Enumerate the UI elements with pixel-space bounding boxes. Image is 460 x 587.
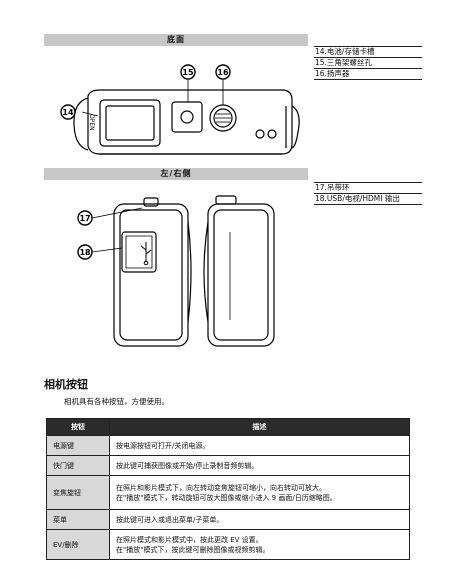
label-battery-slot: 14.电池/存储卡槽 xyxy=(314,46,422,58)
table-row: 快门键 按此键可捕获图像或开始/停止录制音频剪辑。 xyxy=(46,455,410,476)
callout-17-text: 17 xyxy=(79,214,90,223)
section-title-bottom: 底面 xyxy=(167,35,185,44)
callout-15 xyxy=(180,64,196,80)
button-name-zoom: 变焦旋钮 xyxy=(46,475,110,510)
bottom-labels: 14.电池/存储卡槽 15.三角架螺丝孔 16.扬声器 xyxy=(314,46,422,80)
table-row: 菜单 按此键可进入或退出菜单/子菜单。 xyxy=(46,509,410,530)
button-desc-zoom-line1: 在照片和影片模式下，向左转动变焦旋钮可缩小，向右转动可放大。 xyxy=(116,483,326,492)
callout-18-text: 18 xyxy=(79,248,91,257)
button-desc-menu: 按此键可进入或退出菜单/子菜单。 xyxy=(109,509,410,530)
camera-sides-illustration: 17 18 xyxy=(77,195,275,347)
label-tripod-socket: 15.三角架螺丝孔 xyxy=(314,58,422,69)
button-desc-ev-line2: 在"播放"模式下，按此键可删除图像或视频剪辑。 xyxy=(116,545,270,554)
callout-14 xyxy=(60,104,76,120)
table-row: 变焦旋钮 在照片和影片模式下，向左转动变焦旋钮可缩小，向右转动可放大。 在"播放… xyxy=(46,475,410,510)
table-row: 电源键 按电源按钮可打开/关闭电源。 xyxy=(46,435,410,456)
column-header-button: 按钮 xyxy=(46,418,110,436)
section-bar-side: 左/右侧 xyxy=(44,168,308,180)
camera-bottom-illustration: OPEN 14 15 16 xyxy=(60,64,300,155)
button-name-menu: 菜单 xyxy=(46,509,110,530)
column-header-description: 描述 xyxy=(109,418,410,436)
button-name-ev-delete: EV/删除 xyxy=(46,529,110,560)
table-header-row: 按钮 描述 xyxy=(46,418,410,436)
camera-buttons-intro: 相机具有各种按钮，方便使用。 xyxy=(64,397,169,406)
button-desc-zoom: 在照片和影片模式下，向左转动变焦旋钮可缩小，向右转动可放大。 在"播放"模式下，… xyxy=(109,475,410,510)
button-name-shutter: 快门键 xyxy=(46,455,110,476)
callout-15-text: 15 xyxy=(182,68,194,77)
callout-16-text: 16 xyxy=(217,68,229,77)
button-desc-ev-line1: 在照片模式和影片模式中，按此更改 EV 设置。 xyxy=(116,535,263,544)
callout-14-text: 14 xyxy=(62,108,74,117)
callout-17 xyxy=(77,210,93,226)
button-desc-zoom-line2: 在"播放"模式下，转动旋钮可放大图像或缩小进入 9 画面/日历缩略图。 xyxy=(116,493,337,502)
camera-buttons-table: 按钮 描述 电源键 按电源按钮可打开/关闭电源。 快门键 按此键可捕获图像或开始… xyxy=(46,418,410,560)
side-labels: 17.吊带环 18.USB/电视/HDMI 输出 xyxy=(314,182,422,205)
button-desc-ev-delete: 在照片模式和影片模式中，按此更改 EV 设置。 在"播放"模式下，按此键可删除图… xyxy=(109,529,410,560)
button-desc-power: 按电源按钮可打开/关闭电源。 xyxy=(109,435,410,456)
button-desc-shutter: 按此键可捕获图像或开始/停止录制音频剪辑。 xyxy=(109,455,410,476)
section-title-side: 左/右侧 xyxy=(160,169,192,178)
label-speaker: 16.扬声器 xyxy=(314,69,422,80)
camera-buttons-heading: 相机按钮 xyxy=(44,378,88,391)
svg-text:OPEN: OPEN xyxy=(88,114,95,131)
label-usb-tv-hdmi: 18.USB/电视/HDMI 输出 xyxy=(314,194,422,205)
callout-16 xyxy=(215,64,231,80)
callout-18 xyxy=(77,244,93,260)
table-row: EV/删除 在照片模式和影片模式中，按此更改 EV 设置。 在"播放"模式下，按… xyxy=(46,529,410,560)
button-name-power: 电源键 xyxy=(46,435,110,456)
label-strap-ring: 17.吊带环 xyxy=(314,182,422,194)
section-bar-bottom: 底面 xyxy=(44,34,308,46)
